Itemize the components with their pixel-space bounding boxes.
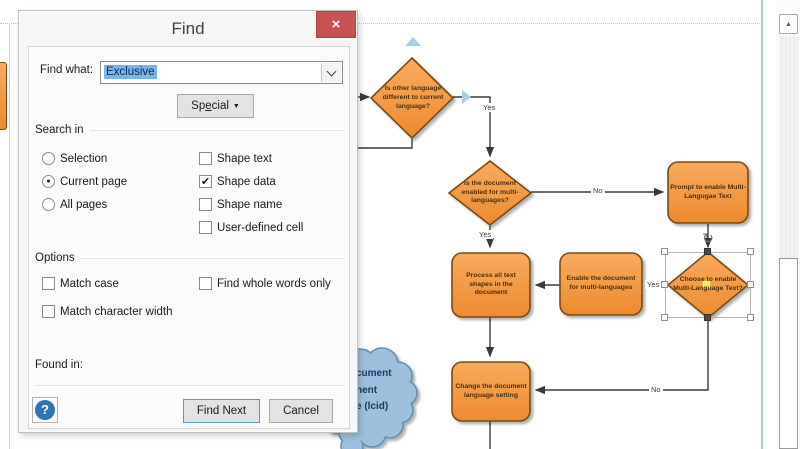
page-break-dotted-line: [0, 23, 762, 24]
checkbox-user-defined-cell[interactable]: User-defined cell: [199, 221, 303, 234]
selection-handle-s[interactable]: [704, 314, 711, 321]
scrollbar-up-button[interactable]: ▲: [779, 14, 798, 34]
shape-box-prompt-enable[interactable]: [667, 161, 749, 224]
button-area-divider: [35, 385, 345, 386]
checkbox-match-character-width[interactable]: Match character width: [42, 305, 173, 318]
found-in-label: Found in:: [35, 359, 83, 371]
radio-circle: [42, 198, 55, 211]
autoconnect-up-icon[interactable]: [405, 37, 421, 46]
find-what-value[interactable]: Exclusive: [104, 65, 157, 79]
search-in-group-header: Search in: [35, 124, 345, 136]
selection-handle-se[interactable]: [747, 314, 754, 321]
scrollbar-track[interactable]: [779, 36, 798, 258]
page-edge-right: [761, 0, 763, 449]
shape-text-change-setting: Change the document language setting: [455, 382, 527, 399]
shape-box-enable-doc[interactable]: [559, 252, 643, 316]
help-icon: ?: [35, 400, 55, 420]
checkbox: [42, 277, 55, 290]
checkbox-match-case[interactable]: Match case: [42, 277, 119, 290]
connector-label-no-doc: No: [591, 186, 605, 195]
shape-text-prompt-enable: Prompt to enable Multi-Langugae Text: [670, 183, 746, 200]
cancel-button[interactable]: Cancel: [269, 399, 333, 423]
checkbox: [199, 221, 212, 234]
shape-text-enable-doc: Enable the document for multi-languages: [566, 275, 636, 291]
selection-handle-ne[interactable]: [747, 248, 754, 255]
checkbox: [199, 152, 212, 165]
search-hit-highlight: [702, 280, 711, 289]
find-what-label: Find what:: [40, 64, 94, 76]
checkbox-find-whole-words[interactable]: Find whole words only: [199, 277, 331, 290]
radio-circle: ●: [42, 175, 55, 188]
radio-current-page[interactable]: ● Current page: [42, 175, 127, 188]
shape-box-change-setting[interactable]: [451, 361, 531, 422]
scroll-up-icon: ▲: [785, 21, 792, 28]
shape-text-process-text: Process all text shapes in the document: [466, 271, 516, 297]
checkbox-shape-text[interactable]: Shape text: [199, 152, 272, 165]
combo-dropdown-button[interactable]: [321, 63, 341, 82]
checkbox: ✔: [199, 175, 212, 188]
find-what-combobox[interactable]: Exclusive: [100, 61, 343, 84]
connector-label-no-choose: No: [649, 385, 663, 394]
chevron-down-icon: [326, 66, 337, 77]
selection-handle-w[interactable]: [661, 281, 668, 288]
find-dialog: Find × Find what: Exclusive Special▼ Sea…: [18, 10, 358, 433]
radio-all-pages[interactable]: All pages: [42, 198, 107, 211]
shape-text-other-language: Is other language different to current l…: [382, 85, 444, 110]
radio-circle: [42, 152, 55, 165]
close-button[interactable]: ×: [316, 11, 356, 38]
connector-label-yes-doc: Yes: [477, 230, 494, 239]
scrollbar-thumb[interactable]: [779, 258, 798, 449]
connector-label-yes-top: Yes: [481, 103, 498, 112]
options-group-header: Options: [35, 252, 345, 264]
selection-handle-nw[interactable]: [661, 248, 668, 255]
dropdown-arrow-icon: ▼: [232, 103, 240, 110]
close-icon: ×: [331, 16, 341, 33]
dialog-title: Find: [171, 19, 205, 38]
shape-text-doc-enabled: Is the document enabled for multi-langua…: [461, 179, 519, 205]
help-button[interactable]: ?: [32, 397, 58, 423]
shape-diamond-other-language[interactable]: [369, 56, 455, 140]
cloud-shape-text: cument nent e (lcid): [356, 368, 392, 412]
rotation-handle-icon[interactable]: ↻: [702, 230, 714, 246]
shape-box-process-text[interactable]: [451, 252, 531, 318]
find-next-button[interactable]: Find Next: [183, 399, 260, 423]
checkbox: [199, 277, 212, 290]
shape-diamond-doc-enabled[interactable]: [447, 159, 533, 227]
dialog-body-panel: Find what: Exclusive Special▼ Search in …: [28, 46, 350, 429]
special-button[interactable]: Special▼: [177, 94, 254, 118]
checkbox-shape-data[interactable]: ✔ Shape data: [199, 175, 276, 188]
checkbox: [42, 305, 55, 318]
partial-shape-left-edge[interactable]: [0, 62, 7, 130]
radio-selection[interactable]: Selection: [42, 152, 107, 165]
checkbox-shape-name[interactable]: Shape name: [199, 198, 282, 211]
vertical-scrollbar[interactable]: ▲: [776, 0, 800, 449]
autoconnect-right-icon[interactable]: [462, 90, 471, 104]
page-edge-left: [9, 23, 10, 449]
selection-handle-n[interactable]: [704, 248, 711, 255]
shape-text-choose-enable: Choose to enable Multi-Language Text?: [673, 276, 743, 292]
selection-handle-sw[interactable]: [661, 314, 668, 321]
selection-handle-e[interactable]: [747, 281, 754, 288]
checkbox: [199, 198, 212, 211]
